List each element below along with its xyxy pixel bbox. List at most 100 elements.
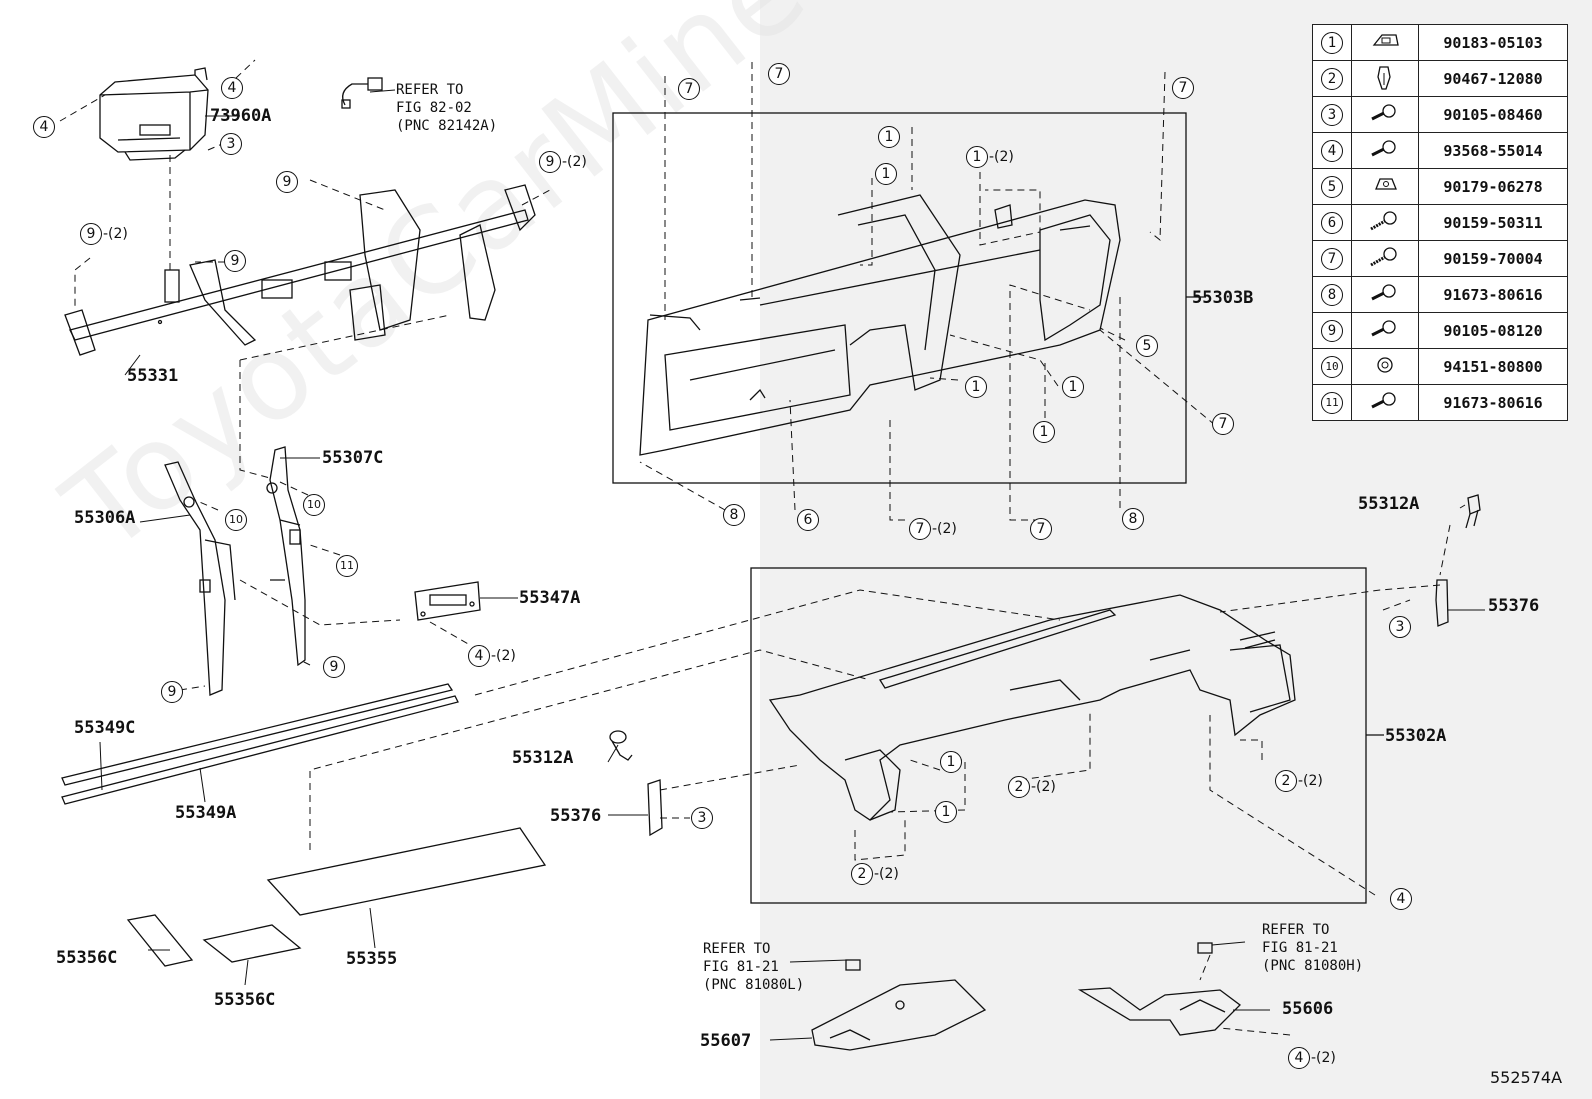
callout-marker: 7 — [768, 63, 791, 85]
callout-marker: 9-(2) — [80, 223, 128, 245]
callout-marker: 10 — [225, 509, 248, 531]
label-55312a-right: 55312A — [1358, 494, 1420, 514]
label-55303b: 55303B — [1192, 288, 1254, 308]
callout-marker: 6 — [797, 509, 820, 531]
callout-marker: 1 — [878, 126, 901, 148]
callout-marker: 2-(2) — [1008, 776, 1056, 798]
label-55312a-left: 55312A — [512, 748, 574, 768]
box-55303b — [612, 112, 1187, 484]
callout-marker: 8 — [723, 504, 746, 526]
callout-marker: 5 — [1136, 335, 1159, 357]
cover-55606-drawing — [1077, 942, 1241, 1036]
callout-marker: 9 — [276, 171, 299, 193]
callout-marker: 1 — [965, 376, 988, 398]
callout-marker: 4-(2) — [1288, 1047, 1336, 1069]
callout-marker: 7 — [1172, 77, 1195, 99]
label-55606: 55606 — [1282, 999, 1334, 1019]
reference-fig-82-02: REFER TO FIG 82-02 (PNC 82142A) — [396, 82, 498, 134]
callout-marker: 3 — [220, 133, 243, 155]
diagram-id: 552574A — [1490, 1068, 1563, 1087]
callout-marker: 9 — [224, 250, 247, 272]
callout-marker: 1 — [1062, 376, 1085, 398]
label-55347a: 55347A — [519, 588, 581, 608]
label-55356c-a: 55356C — [56, 948, 118, 968]
callout-marker: 4 — [221, 77, 244, 99]
label-55376-right: 55376 — [1488, 596, 1540, 616]
label-55302a: 55302A — [1385, 726, 1447, 746]
bracket-55376-left-drawing — [647, 779, 663, 837]
bolt-icon — [1371, 391, 1396, 408]
garnish-55349c-drawing — [61, 683, 454, 786]
clip-icon — [1377, 65, 1391, 90]
callout-marker: 1 — [935, 801, 958, 823]
reference-fig-81-21-left: REFER TO FIG 81-21 (PNC 81080L) — [703, 941, 805, 993]
callout-marker: 2-(2) — [1275, 770, 1323, 792]
callout-marker: 4-(2) — [468, 645, 516, 667]
bracket-55347a-drawing — [414, 581, 481, 621]
bolt-icon — [1371, 283, 1396, 300]
callout-marker: 7 — [1030, 518, 1053, 540]
callout-marker: 3 — [691, 807, 714, 829]
bracket-55376-right-drawing — [1435, 579, 1449, 627]
label-55356c-b: 55356C — [214, 990, 276, 1010]
label-55331: 55331 — [127, 366, 179, 386]
callout-marker: 1-(2) — [966, 146, 1014, 168]
reference-fig-81-21-right: REFER TO FIG 81-21 (PNC 81080H) — [1262, 922, 1364, 974]
reinforcement-bar-drawing — [64, 184, 536, 356]
callout-marker: 4 — [33, 116, 56, 138]
garnish-55349a-drawing — [61, 695, 459, 805]
silencer-55356c-a-drawing — [126, 914, 194, 967]
bolt-icon — [1371, 103, 1396, 120]
callout-marker: 3 — [1389, 616, 1412, 638]
callout-marker: 7 — [678, 78, 701, 100]
clip-55312a-right-drawing — [1465, 494, 1481, 529]
brace-55307c-drawing — [266, 446, 306, 667]
label-55307c: 55307C — [322, 448, 384, 468]
bolt-icon — [1371, 139, 1396, 156]
callout-marker: 1 — [940, 751, 963, 773]
screw-icon — [1370, 246, 1397, 266]
callout-marker: 10 — [303, 494, 326, 516]
connector-drawing — [341, 77, 383, 109]
callout-marker: 9 — [323, 656, 346, 678]
silencer-55356c-b-drawing — [202, 924, 302, 963]
instrument-panel-drawing — [768, 594, 1296, 821]
label-55349c: 55349C — [74, 718, 136, 738]
callout-marker: 7-(2) — [909, 518, 957, 540]
label-55349a: 55349A — [175, 803, 237, 823]
clip-nut-icon — [1372, 33, 1399, 46]
label-55306a: 55306A — [74, 508, 136, 528]
screw-icon — [1370, 210, 1397, 230]
nut-icon — [1375, 177, 1397, 190]
callout-marker: 9-(2) — [539, 151, 587, 173]
callout-marker: 7 — [1212, 413, 1235, 435]
label-73960a: 73960A — [210, 106, 272, 126]
callout-marker: 8 — [1122, 508, 1145, 530]
clip-55312a-left-drawing — [609, 730, 633, 761]
callout-marker: 2-(2) — [851, 863, 899, 885]
airbag-module-drawing — [99, 67, 209, 161]
dash-frame-drawing — [639, 194, 1121, 456]
callout-marker: 1 — [1033, 421, 1056, 443]
silencer-55355-drawing — [266, 827, 547, 916]
label-55376-left: 55376 — [550, 806, 602, 826]
nut-icon — [1377, 356, 1393, 373]
brace-55306a-drawing — [164, 461, 236, 696]
callout-marker: 9 — [161, 681, 184, 703]
callout-marker: 1 — [875, 163, 898, 185]
callout-marker: 4 — [1390, 888, 1413, 910]
label-55355: 55355 — [346, 949, 398, 969]
callout-marker: 11 — [336, 555, 359, 577]
